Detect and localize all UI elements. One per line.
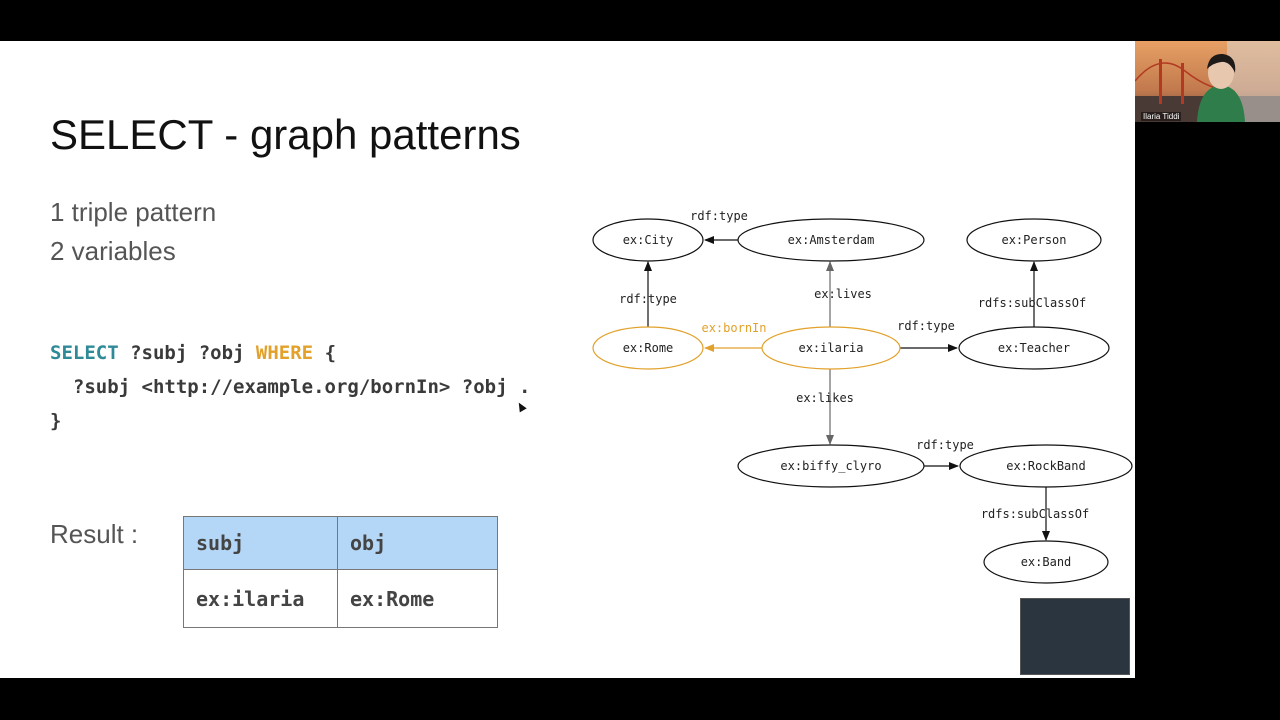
result-cell-subj: ex:ilaria — [183, 569, 338, 628]
query-triple-pattern: ?subj <http://example.org/bornIn> ?obj . — [50, 376, 531, 398]
edge-biffy-rockband: rdf:type — [916, 438, 974, 470]
node-teacher: ex:Teacher — [958, 326, 1110, 370]
node-person: ex:Person — [966, 218, 1102, 262]
query-close-brace: } — [50, 410, 62, 432]
screen-share-thumbnail — [1020, 598, 1130, 675]
node-biffy-clyro: ex:biffy_clyro — [737, 444, 925, 488]
edge-ilaria-biffy: ex:likes — [796, 368, 854, 445]
edge-label-rome-city: rdf:type — [619, 292, 677, 306]
result-header-subj: subj — [183, 516, 338, 570]
webcam-video-picture — [1135, 41, 1280, 122]
table-row: ex:ilaria ex:Rome — [183, 569, 498, 628]
result-label: Result : — [50, 519, 139, 549]
node-city: ex:City — [592, 218, 704, 262]
edge-teacher-person: rdfs:subClassOf — [978, 261, 1086, 328]
edge-ilaria-amsterdam: ex:lives — [814, 261, 872, 328]
where-keyword: WHERE — [255, 342, 314, 364]
slide-title: SELECT - graph patterns — [50, 111, 521, 158]
edge-label-teacher-person: rdfs:subClassOf — [978, 296, 1086, 310]
edge-ilaria-teacher: rdf:type — [897, 319, 958, 352]
node-ilaria: ex:ilaria — [761, 326, 901, 370]
open-brace: { — [313, 342, 337, 364]
result-cell-obj: ex:Rome — [337, 569, 498, 628]
node-band: ex:Band — [983, 540, 1109, 584]
node-label-ilaria: ex:ilaria — [798, 341, 863, 355]
node-label-band: ex:Band — [1021, 555, 1072, 569]
edge-label-ilaria-biffy: ex:likes — [796, 391, 854, 405]
edge-label-ilaria-rome: ex:bornIn — [701, 321, 766, 335]
edge-label-ilaria-amsterdam: ex:lives — [814, 287, 872, 301]
node-label-rome: ex:Rome — [623, 341, 674, 355]
slide-point-1: 1 triple pattern — [50, 197, 217, 227]
slide-point-2: 2 variables — [50, 236, 176, 266]
node-label-amsterdam: ex:Amsterdam — [788, 233, 875, 247]
node-label-teacher: ex:Teacher — [998, 341, 1070, 355]
participant-name: Ilaria Tiddi — [1141, 112, 1182, 121]
node-label-person: ex:Person — [1001, 233, 1066, 247]
edge-label-rockband-band: rdfs:subClassOf — [981, 507, 1089, 521]
node-label-biffy-clyro: ex:biffy_clyro — [780, 459, 881, 473]
edge-amsterdam-city: rdf:type — [690, 209, 748, 244]
node-label-rockband: ex:RockBand — [1006, 459, 1085, 473]
node-rockband: ex:RockBand — [959, 444, 1133, 488]
query-line-1: SELECT ?subj ?obj WHERE { — [50, 342, 336, 364]
edge-rockband-band: rdfs:subClassOf — [981, 487, 1089, 541]
node-rome: ex:Rome — [592, 326, 704, 370]
select-keyword: SELECT — [50, 342, 119, 364]
node-label-city: ex:City — [623, 233, 674, 247]
edge-label-amsterdam-city: rdf:type — [690, 209, 748, 223]
edge-rome-city: rdf:type — [619, 261, 677, 328]
edge-ilaria-rome: ex:bornIn — [701, 321, 767, 352]
presentation-slide: SELECT - graph patterns 1 triple pattern… — [0, 41, 1135, 678]
result-table: subj obj ex:ilaria ex:Rome — [183, 516, 498, 628]
node-amsterdam: ex:Amsterdam — [737, 218, 925, 262]
edge-label-ilaria-teacher: rdf:type — [897, 319, 955, 333]
query-variables: ?subj ?obj — [118, 342, 256, 364]
rdf-graph-diagram: rdf:type rdf:type ex:lives ex:bornIn rdf… — [592, 209, 1133, 584]
edge-label-biffy-rockband: rdf:type — [916, 438, 974, 452]
participant-webcam-tile[interactable]: Ilaria Tiddi — [1135, 41, 1280, 122]
